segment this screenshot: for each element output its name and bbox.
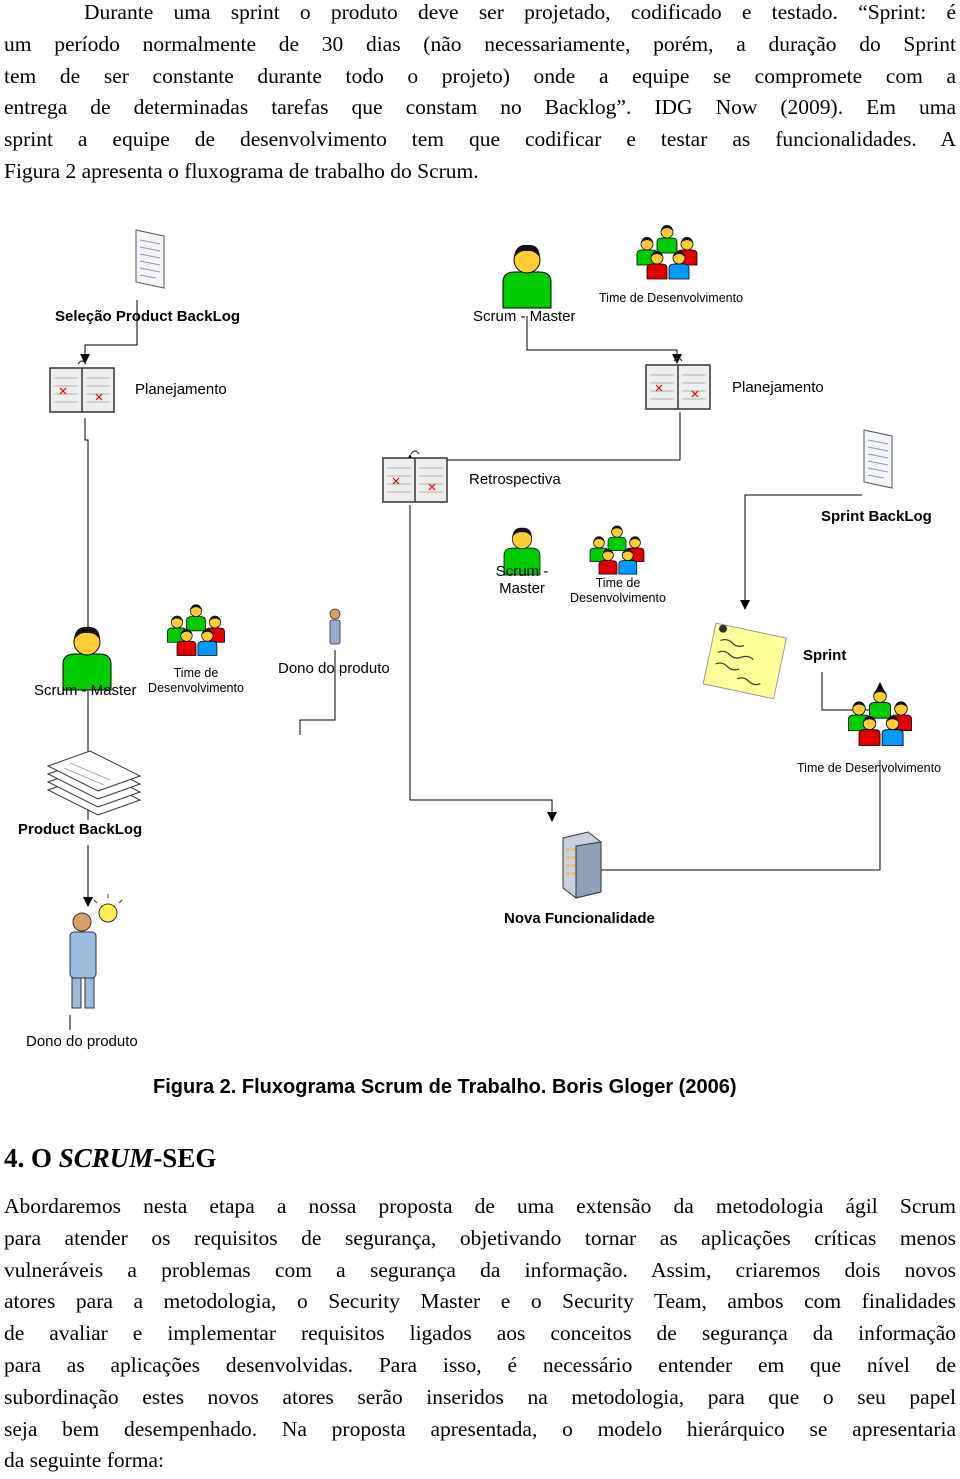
document-stack-icon: [46, 750, 142, 816]
figure-caption: Figura 2. Fluxograma Scrum de Trabalho. …: [153, 1076, 737, 1098]
intro-line: sprint a equipe de desenvolvimento tem q…: [4, 127, 956, 152]
label-sprint-backlog: Sprint BackLog: [821, 508, 932, 525]
section-heading: 4. O SCRUM-SEG: [4, 1143, 217, 1173]
label-planejamento-left: Planejamento: [135, 381, 227, 398]
document-icon: [135, 229, 165, 289]
body-line: seja bem desempenhado. Na proposta apres…: [4, 1416, 956, 1441]
body-line: da seguinte forma:: [4, 1448, 165, 1473]
label-dono-bottom: Dono do produto: [26, 1033, 138, 1050]
team-icon: [849, 689, 912, 746]
planning-board-icon: [382, 450, 448, 503]
label-scrum-master-left: Scrum - Master: [34, 682, 137, 699]
label-planejamento-right: Planejamento: [732, 379, 824, 396]
label-nova-funcionalidade: Nova Funcionalidade: [504, 910, 655, 927]
label-product-backlog: Product BackLog: [18, 821, 143, 838]
team-icon: [590, 526, 644, 575]
server-icon: [562, 831, 602, 899]
sticky-note-icon: [702, 622, 788, 700]
label-scrum-master-mid: Scrum - Master: [495, 563, 549, 597]
body-line: vulneráveis a problemas com a segurança …: [4, 1257, 956, 1282]
team-icon: [168, 604, 225, 655]
label-sprint: Sprint: [803, 647, 847, 664]
intro-line: um período normalmente de 30 dias (não n…: [4, 31, 956, 56]
person-icon: [62, 626, 112, 691]
planning-board-icon: [49, 360, 115, 413]
body-line: atores para a metodologia, o Security Ma…: [4, 1289, 956, 1314]
body-paragraph: Abordaremos nesta etapa a nossa proposta…: [4, 1191, 956, 1477]
intro-line: entrega de determinadas tarefas que cons…: [4, 95, 956, 120]
document-icon: [863, 429, 893, 489]
label-scrum-master-top: Scrum - Master: [473, 308, 576, 325]
label-dono-mid: Dono do produto: [278, 660, 390, 677]
owner-small-icon: [329, 608, 341, 645]
idea-person-icon: [69, 894, 123, 1009]
body-line: para as aplicações desenvolvidas. Para i…: [4, 1352, 956, 1377]
body-line: subordinação estes novos atores serão in…: [4, 1384, 956, 1409]
intro-line: Figura 2 apresenta o fluxograma de traba…: [4, 158, 479, 183]
label-time-left: Time de Desenvolvimento: [148, 666, 244, 695]
label-time-right: Time de Desenvolvimento: [797, 761, 942, 775]
label-retrospectiva: Retrospectiva: [469, 471, 561, 488]
intro-paragraph: Durante uma sprint o produto deve ser pr…: [4, 0, 956, 188]
intro-line: tem de ser constante durante todo o proj…: [4, 63, 956, 88]
label-selecao: Seleção Product BackLog: [55, 308, 241, 325]
team-icon: [637, 225, 697, 279]
intro-line: Durante uma sprint o produto deve ser pr…: [84, 0, 956, 24]
body-line: de avaliar e implementar requisitos liga…: [4, 1321, 956, 1346]
label-time-mid: Time de Desenvolvimento: [570, 576, 666, 605]
body-line: para atender os requisitos de segurança,…: [4, 1225, 956, 1250]
body-line: Abordaremos nesta etapa a nossa proposta…: [4, 1194, 956, 1218]
planning-board-icon: [645, 357, 711, 410]
label-time-top: Time de Desenvolvimento: [599, 291, 744, 305]
person-icon: [502, 244, 552, 309]
